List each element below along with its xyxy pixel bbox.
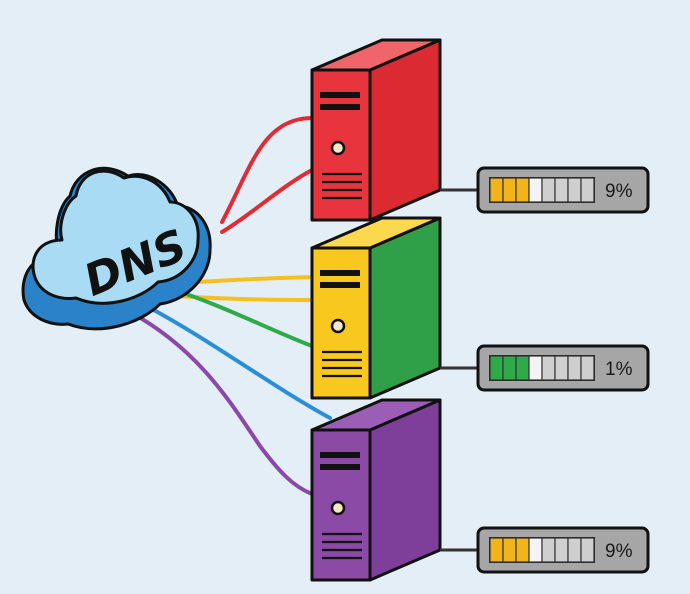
meter-segment-empty xyxy=(554,537,569,563)
power-button xyxy=(330,500,346,516)
drive-slot xyxy=(320,452,360,458)
meter-segment-empty xyxy=(541,355,556,381)
drive-slot xyxy=(320,104,360,110)
link-blue xyxy=(148,306,332,420)
load-meter: 9% xyxy=(476,526,650,574)
meter-segment-filled xyxy=(502,537,517,563)
meter-segment-empty xyxy=(554,355,569,381)
server-red: 9% xyxy=(310,38,650,222)
load-percentage: 9% xyxy=(605,181,633,202)
drive-slot xyxy=(320,464,360,470)
servers: 9% 1% 9% xyxy=(310,38,650,582)
link-red-1 xyxy=(220,116,314,224)
server-yellow: 1% xyxy=(310,216,650,400)
meter-segment-filled xyxy=(502,355,517,381)
load-percentage: 9% xyxy=(605,541,633,562)
server-purple: 9% xyxy=(310,398,650,582)
power-button xyxy=(330,318,346,334)
meter-segment-empty xyxy=(528,177,543,203)
link-purple xyxy=(128,310,314,496)
meter-segment-filled xyxy=(489,537,504,563)
meter-segment-empty xyxy=(567,355,582,381)
load-percentage: 1% xyxy=(605,359,633,380)
load-meter: 9% xyxy=(476,166,650,214)
meter-segment-empty xyxy=(541,177,556,203)
meter-segment-empty xyxy=(567,177,582,203)
meter-segment-empty xyxy=(580,177,595,203)
meter-segment-filled xyxy=(515,537,530,563)
meter-segment-filled xyxy=(489,355,504,381)
meter-segment-empty xyxy=(580,355,595,381)
drive-slot xyxy=(320,282,360,288)
meter-segment-filled xyxy=(489,177,504,203)
link-green xyxy=(166,286,314,348)
meter-segment-filled xyxy=(515,177,530,203)
meter-segment-empty xyxy=(554,177,569,203)
meter-segment-empty xyxy=(528,537,543,563)
link-yellow-1 xyxy=(196,275,314,284)
meter-segment-filled xyxy=(502,177,517,203)
drive-slot xyxy=(320,270,360,276)
meter-segment-filled xyxy=(515,355,530,381)
dns-cloud: DNS xyxy=(21,166,212,331)
power-button xyxy=(330,140,346,156)
meter-segment-empty xyxy=(541,537,556,563)
link-red-2 xyxy=(220,168,314,234)
meter-segment-empty xyxy=(567,537,582,563)
drive-slot xyxy=(320,92,360,98)
cloud-face xyxy=(31,169,200,305)
load-meter: 1% xyxy=(476,344,650,392)
meter-segment-empty xyxy=(528,355,543,381)
meter-segment-empty xyxy=(580,537,595,563)
